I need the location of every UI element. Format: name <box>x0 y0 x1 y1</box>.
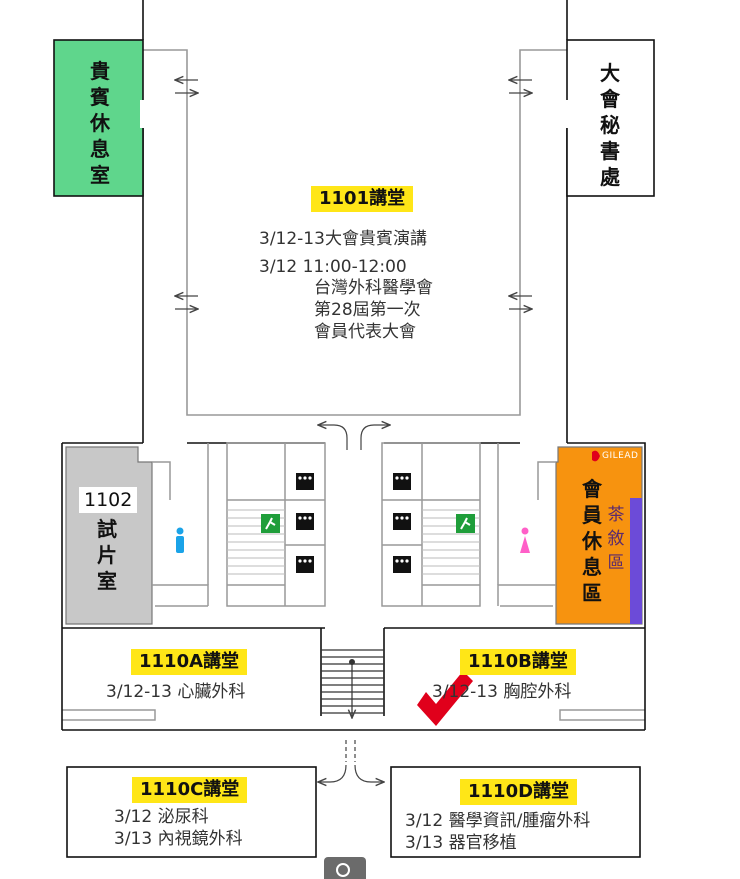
gilead-sponsor: GILEAD <box>602 451 639 461</box>
inner-corridor <box>143 49 567 416</box>
zoom-icon <box>336 863 350 877</box>
checkmark-icon <box>417 671 473 726</box>
emergency-exit-icon <box>261 514 475 533</box>
hall-1101-line5: 會員代表大會 <box>314 322 416 342</box>
hall-1101-line4: 第28屆第一次 <box>314 300 421 320</box>
hall-1110d-line1: 3/12 醫學資訊/腫瘤外科 <box>405 811 591 831</box>
central-stairs <box>321 649 384 718</box>
hall-1101-title: 1101講堂 <box>311 186 414 212</box>
screening-room-name: 試片室 <box>97 517 117 593</box>
hall-1110d[interactable] <box>390 766 641 858</box>
hall-1110a-line1: 3/12-13 心臟外科 <box>106 682 246 702</box>
hall-1101-line1: 3/12-13大會貴賓演講 <box>259 229 427 249</box>
member-lounge-name: 會員休息區 <box>582 477 602 605</box>
hall-1110d-line2: 3/13 器官移植 <box>405 833 517 853</box>
tea-area-bar <box>630 498 642 624</box>
elevator-icon <box>296 473 411 573</box>
hall-1110c-line2: 3/13 內視鏡外科 <box>114 829 243 849</box>
interior-partitions <box>62 442 645 721</box>
gilead-logo <box>592 450 600 462</box>
vip-lounge-label: 貴賓休息室 <box>90 59 110 187</box>
male-restroom-icon <box>176 527 184 553</box>
door-arrows <box>175 80 532 782</box>
hall-1110d-title: 1110D講堂 <box>460 779 578 805</box>
vip-lounge[interactable] <box>53 39 144 197</box>
hall-1110c-title: 1110C講堂 <box>132 777 248 803</box>
secretariat-label: 大會秘書處 <box>600 61 620 189</box>
hall-1110b-line1: 3/12-13 胸腔外科 <box>432 682 572 702</box>
hall-1110c[interactable] <box>66 766 317 858</box>
hall-1101-line3: 台灣外科醫學會 <box>314 278 433 298</box>
female-restroom-icon <box>520 527 530 553</box>
hall-1110c-line1: 3/12 泌尿科 <box>114 807 209 827</box>
hall-1101 <box>142 0 568 443</box>
screening-room-number: 1102 <box>79 487 138 513</box>
tea-area-label: 茶敘區 <box>607 505 625 573</box>
member-lounge[interactable] <box>555 446 643 625</box>
hall-1110-walls <box>61 628 646 731</box>
hall-1110b-title: 1110B講堂 <box>460 649 576 675</box>
secretariat-room[interactable] <box>566 39 655 197</box>
hall-1101-line2: 3/12 11:00-12:00 <box>259 257 407 277</box>
zoom-button[interactable] <box>324 857 366 879</box>
hall-1110a-title: 1110A講堂 <box>131 649 248 675</box>
